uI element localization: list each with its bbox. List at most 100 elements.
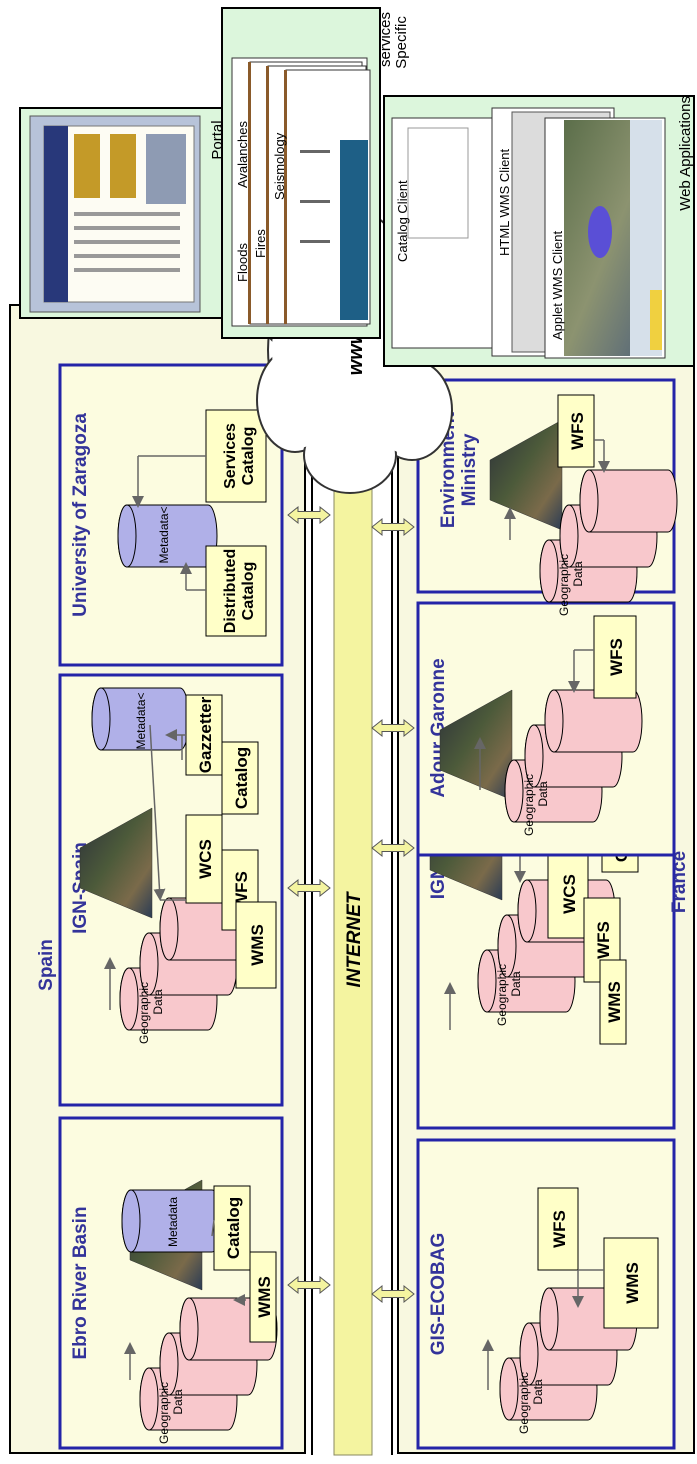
zaragoza-distributed-box-label: DistributedCatalog (222, 549, 257, 633)
ign-france-geographic-data-geo-label: Geographic (495, 964, 509, 1026)
ign-spain-gazzetter-box (185, 694, 223, 776)
gis-ecobag-title: GIS-ECOBAG (428, 1233, 449, 1355)
ign-spain-wms-box (235, 901, 277, 989)
gis-wfs-box-label: WFS (550, 1210, 569, 1248)
arrow-france-3 (371, 718, 415, 738)
catalog-client-label: Catalog Client (395, 180, 410, 262)
ebro-geographic-data-data-label: Data (171, 1389, 185, 1415)
zaragoza-metadata-label: Metadata< (157, 506, 171, 563)
arrow-france-1 (371, 1284, 415, 1304)
gis-wms-box-label: WMS (623, 1262, 642, 1304)
web-applications-label: Web Applications (677, 96, 694, 211)
environment-wfs-box (557, 394, 595, 468)
html-wms-client-label: HTML WMS Client (497, 148, 512, 256)
specific-services-label-2: services (377, 12, 394, 67)
environment-title-line-2: Ministry (459, 433, 480, 506)
ign-spain-geographic-data-cyl-1-top (119, 967, 139, 1031)
ign-spain-wcs-box-label: WCS (196, 839, 215, 879)
internet-band (333, 429, 373, 1456)
ign-spain-wfs-box-label: WFS (232, 871, 251, 909)
arrow-france-4 (371, 517, 415, 537)
applet-wms-client-label: Applet WMS Client (550, 231, 565, 340)
ign-france-wms-box (599, 959, 627, 1045)
zaragoza-distributed-box-label-line-2: Catalog (240, 562, 257, 621)
ign-france-wms-box-label: WMS (605, 981, 624, 1023)
ign-france-wcs-box-label: WCS (560, 874, 579, 914)
ign-spain-catalog-box (221, 741, 259, 815)
gis-wfs-box (537, 1187, 579, 1271)
environment-wfs-box-label: WFS (568, 412, 587, 450)
gis-geographic-data-geo-label: Geographic (517, 1372, 531, 1434)
ebro-catalog-box-label: Catalog (224, 1197, 243, 1259)
environment-geographic-data-cyl-1-top (539, 539, 559, 603)
adour-wfs-box (593, 615, 637, 699)
zaragoza-services-box-label-line-2: Catalog (240, 427, 257, 486)
ebro-geographic-data-cyl-3-top (179, 1297, 199, 1361)
arrow-spain-1 (287, 1275, 331, 1295)
environment-geographic-data-cyl-3-top (579, 469, 599, 533)
ign-spain-geographic-data-cyl-3-top (159, 897, 179, 961)
seismology-label: Seismology (272, 132, 287, 200)
ebro-catalog-meta-link (211, 1219, 215, 1237)
portal-panel (19, 107, 233, 319)
adour-geographic-data-cyl-3-top (544, 689, 564, 753)
ign-spain-geographic-data-cyl-2-top (139, 932, 159, 996)
gis-geographic-data-cyl-3-top (539, 1287, 559, 1351)
adour-geographic-data-cyl-1-top (504, 759, 524, 823)
gis-geographic-data-data-label: Data (531, 1379, 545, 1405)
ign-france-geographic-data-cyl-3-top (517, 879, 537, 943)
specific-services-label: Specific services (377, 12, 410, 69)
gis-wms-box (603, 1237, 659, 1329)
ign-france-geographic-data-cyl-2-top (497, 914, 517, 978)
ebro-geographic-data-geo-label: Geographic (157, 1382, 171, 1444)
environment-geographic-data-cyl-2-top (559, 504, 579, 568)
adour-geographic-data-data-label: Data (536, 781, 550, 807)
ign-spain-satellite-image (79, 807, 153, 919)
ign-france-geographic-data-data-label: Data (509, 971, 523, 997)
ign-spain-wms-box-label: WMS (248, 924, 267, 966)
ebro-geographic-data-cyl-2-top (159, 1332, 179, 1396)
adour-geographic-data-cyl-2-top (524, 724, 544, 788)
gis-geographic-data-cyl-1-top (499, 1357, 519, 1421)
ign-spain-meta-line (149, 724, 166, 901)
zaragoza-distributed-box (205, 545, 267, 637)
www-label: www (345, 327, 367, 375)
zaragoza-services-box (205, 409, 267, 503)
environment-geographic-data-data-label: Data (571, 561, 585, 587)
france-label: France (669, 851, 690, 913)
ebro-catalog-box (213, 1185, 251, 1271)
zaragoza-title: University of Zaragoza (70, 413, 91, 617)
spain-label: Spain (36, 939, 57, 991)
ebro-metadata-db-top (121, 1189, 141, 1253)
arrow-spain-3 (287, 505, 331, 525)
adour-geographic-data-geo-label: Geographic (522, 774, 536, 836)
ign-spain-geographic-data-data-label: Data (151, 989, 165, 1015)
zaragoza-metadata-db-top (117, 504, 137, 568)
floods-label: Floods (235, 242, 250, 282)
zaragoza-services-box-label: ServicesCatalog (222, 423, 257, 489)
ebro-metadata-label: Metadata (166, 1197, 180, 1247)
internet-label: INTERNET (344, 891, 365, 987)
zaragoza-services-box-label-line-1: Services (222, 423, 239, 489)
arrow-spain-2 (287, 878, 331, 898)
arrow-france-2 (371, 838, 415, 858)
adour-wfs-box-label: WFS (607, 638, 626, 676)
ebro-title: Ebro River Basin (70, 1206, 91, 1359)
ign-france-geographic-data-cyl-1-top (477, 949, 497, 1013)
avalanches-label: Avalanches (235, 121, 250, 188)
ebro-geographic-data-cyl-1-top (139, 1367, 159, 1431)
connection-arrows (287, 505, 415, 1304)
ign-spain-geographic-data-geo-label: Geographic (137, 982, 151, 1044)
zaragoza-distributed-box-label-line-1: Distributed (222, 549, 239, 633)
gis-geographic-data-cyl-2-top (519, 1322, 539, 1386)
environment-geographic-data-geo-label: Geographic (557, 554, 571, 616)
fires-label: Fires (253, 229, 268, 258)
ign-spain-gazzetter-box-label: Gazzetter (196, 696, 215, 773)
ign-france-wfs-box-label: WFS (594, 921, 613, 959)
web-applications-panel (383, 95, 695, 367)
specific-services-panel (221, 7, 381, 339)
ebro-wms-box (249, 1251, 277, 1343)
